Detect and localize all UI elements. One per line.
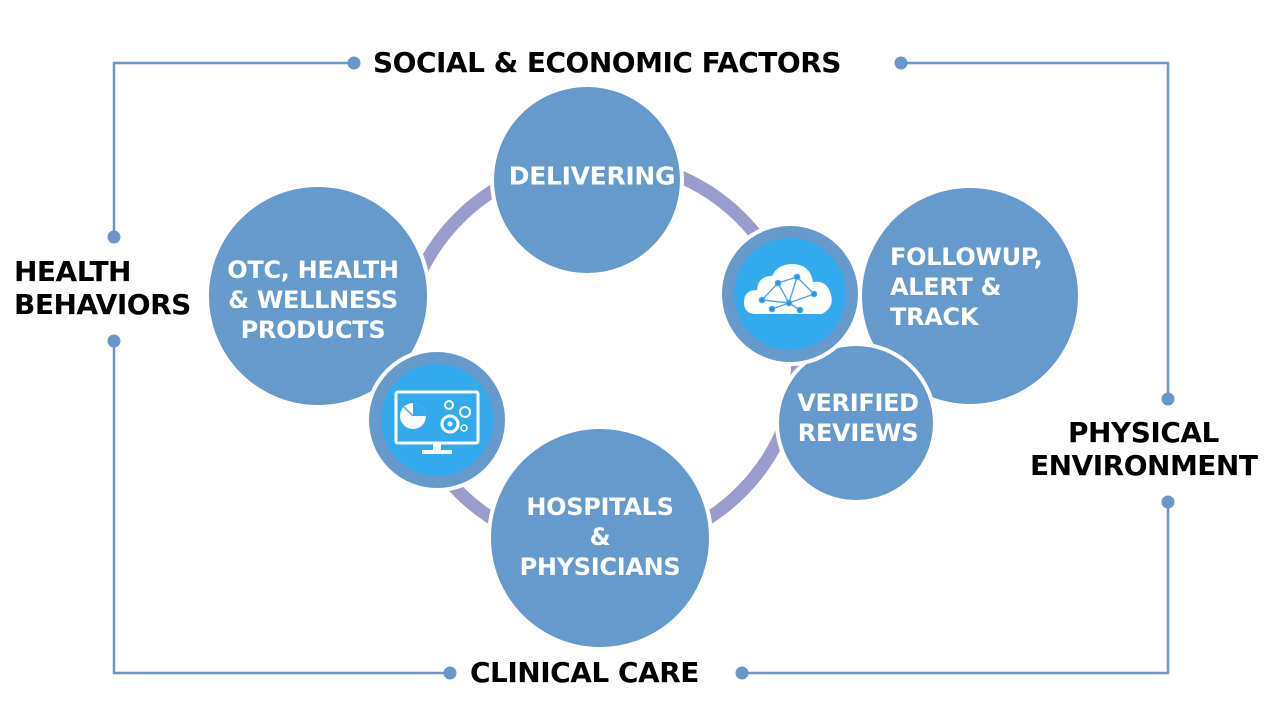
circle-label-line: OTC, HEALTH <box>227 256 399 284</box>
circle-otc <box>205 183 431 409</box>
circle-label-otc: OTC, HEALTH & WELLNESS PRODUCTS <box>227 255 399 345</box>
frame-line-top-left <box>112 61 354 237</box>
frame-line-bottom-left <box>112 341 450 675</box>
frame-lines <box>112 61 1170 675</box>
frame-dots <box>107 56 1175 680</box>
label-clinical-care: CLINICAL CARE <box>470 656 699 689</box>
frame-dot <box>347 56 361 70</box>
frame-dot <box>1161 495 1175 509</box>
circle-label-delivering: DELIVERING <box>508 160 676 191</box>
circle-label-verified: VERIFIED REVIEWS <box>797 388 919 448</box>
label-line: HEALTH <box>14 255 131 288</box>
circle-label-line: PRODUCTS <box>240 316 386 344</box>
circle-label-line: PHYSICIANS <box>519 553 681 581</box>
circle-label-line: DELIVERING <box>508 161 676 191</box>
frame-dot <box>1161 392 1175 406</box>
circle-delivering <box>490 83 684 277</box>
circle-label-line: ALERT & <box>890 273 1002 301</box>
label-health-behaviors: HEALTH BEHAVIORS <box>14 255 191 321</box>
label-physical-environment: PHYSICAL ENVIRONMENT <box>1030 416 1258 483</box>
frame-line-top-right <box>901 61 1170 399</box>
label-line: BEHAVIORS <box>14 288 191 322</box>
circle-label-line: & WELLNESS <box>228 286 398 314</box>
frame-dot <box>107 230 121 244</box>
label-social-economic-factors: SOCIAL & ECONOMIC FACTORS <box>373 46 841 79</box>
circle-label-line: VERIFIED <box>797 389 919 417</box>
circle-label-hospitals: HOSPITALS & PHYSICIANS <box>520 492 681 582</box>
label-line: ENVIRONMENT <box>1030 449 1258 483</box>
circle-label-line: FOLLOWUP, <box>890 243 1043 271</box>
cloud-network-icon <box>718 222 862 366</box>
label-line: PHYSICAL <box>1068 416 1219 449</box>
frame-line-bottom-right <box>742 502 1170 675</box>
monitor-analytics-icon <box>365 348 509 492</box>
frame-dot <box>107 334 121 348</box>
frame-dot <box>735 666 749 680</box>
frame-dot <box>443 666 457 680</box>
frame-dot <box>894 56 908 70</box>
circle-label-line: TRACK <box>890 303 979 331</box>
circle-label-line: REVIEWS <box>797 419 919 447</box>
circle-label-line: HOSPITALS <box>526 493 674 521</box>
circle-verified <box>775 342 937 504</box>
circle-label-followup: FOLLOWUP, ALERT & TRACK <box>890 242 1043 332</box>
circle-hospitals <box>487 425 713 651</box>
circle-label-line: & <box>589 523 611 551</box>
